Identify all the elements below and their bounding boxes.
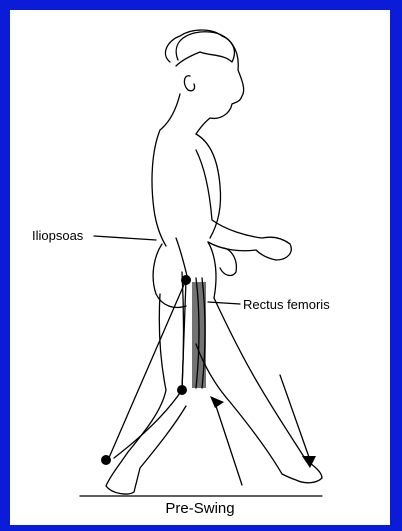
upward-arrow-head [210,396,224,408]
ear [184,76,194,91]
hip-joint-dot [181,275,191,285]
walking-boy-illustration [10,10,390,525]
diagram-caption: Pre-Swing [10,500,390,517]
back-hand [220,248,236,275]
downward-arrow-shaft [280,375,310,460]
iliopsoas-label: Iliopsoas [32,228,83,243]
upward-arrow-shaft [214,400,242,485]
rectus-leader [208,302,240,304]
back-outline [152,94,180,246]
iliopsoas-leader [94,236,156,240]
rectus-femoris-label: Rectus femoris [243,297,330,312]
knee-joint-dot [177,385,187,395]
arm [196,150,291,260]
front-leg [196,298,322,483]
back-leg [106,294,186,494]
rectus-femoris-band [192,282,206,388]
force-line-1 [108,280,186,460]
diagram-frame: Iliopsoas Rectus femoris Pre-Swing [10,10,390,525]
ankle-joint-dot [101,455,111,465]
chest-outline [196,134,221,238]
hip-front [208,242,216,298]
